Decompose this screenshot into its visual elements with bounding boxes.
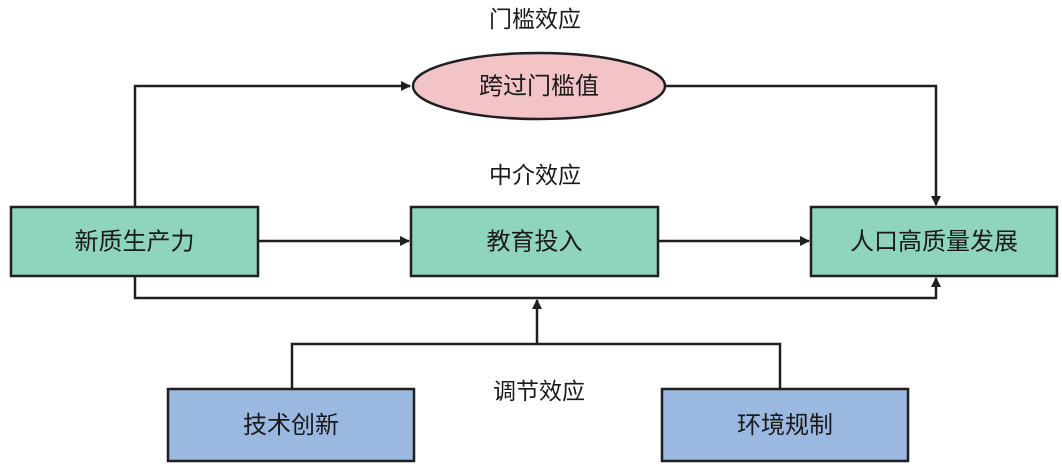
- mediation-effect-label: 中介效应: [489, 163, 581, 189]
- node-mediator-label: 教育投入: [487, 228, 583, 256]
- node-outcome: 人口高质量发展: [809, 205, 1059, 278]
- threshold-effect-label: 门槛效应: [489, 7, 581, 33]
- node-moderator-env-label: 环境规制: [737, 411, 833, 439]
- node-threshold: 跨过门槛值: [411, 51, 667, 121]
- node-mediator: 教育投入: [409, 205, 660, 278]
- node-source-label: 新质生产力: [75, 228, 195, 256]
- node-moderator-tech-label: 技术创新: [243, 411, 339, 439]
- arrow-threshold-to-outcome: [665, 84, 941, 206]
- node-source: 新质生产力: [9, 205, 260, 278]
- moderator-tech-connector: [290, 342, 537, 389]
- moderation-effect-label: 调节效应: [493, 379, 585, 405]
- node-moderator-tech: 技术创新: [166, 387, 416, 463]
- node-threshold-label: 跨过门槛值: [479, 72, 599, 100]
- arrow-source-to-threshold: [133, 81, 411, 207]
- moderator-env-connector: [537, 342, 782, 389]
- node-outcome-label: 人口高质量发展: [850, 228, 1018, 256]
- arrow-source-to-outcome-direct: [133, 276, 941, 300]
- node-moderator-env: 环境规制: [660, 387, 910, 463]
